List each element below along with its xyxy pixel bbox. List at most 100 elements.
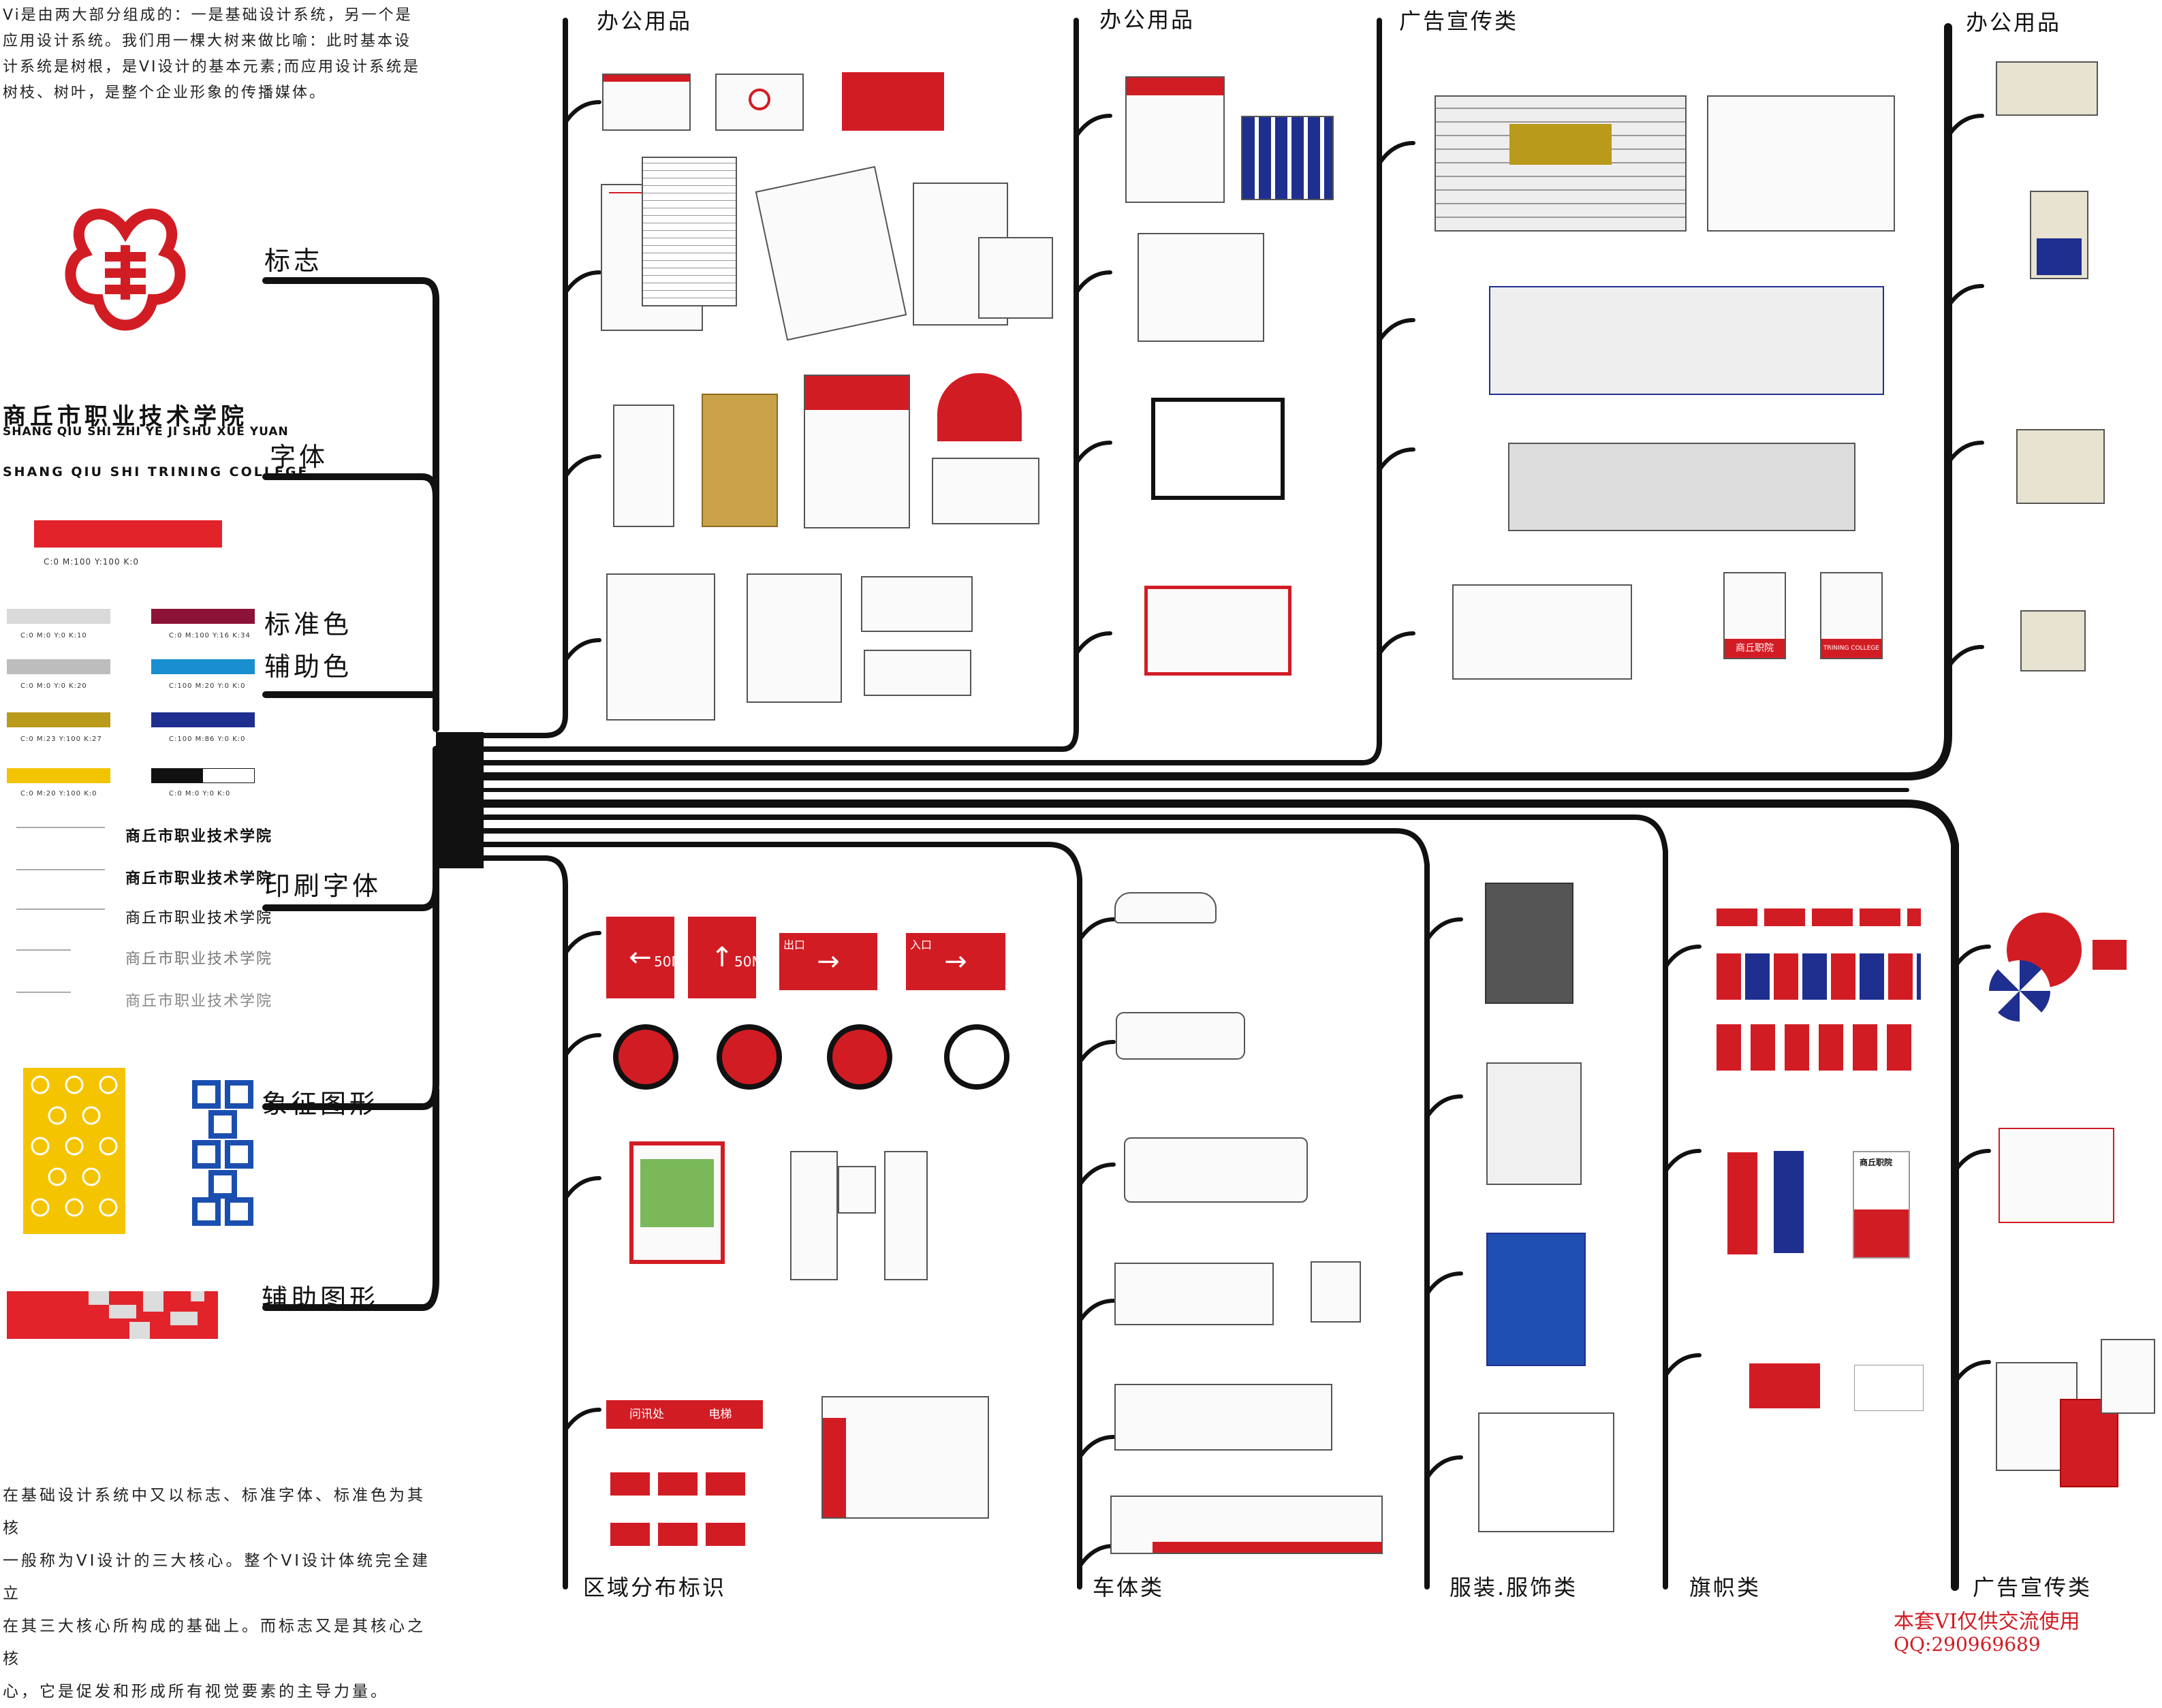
truck-small: [1114, 1263, 1274, 1325]
font-sample-4: 商丘市职业技术学院: [125, 993, 273, 1010]
branch-ads-title: 广告宣传类: [1399, 8, 1519, 34]
document-bag: [804, 375, 910, 528]
brochure-set: [1999, 1128, 2114, 1223]
sign-parking-arrow-up: ↑: [688, 917, 756, 998]
sign-dist-2: 50M: [734, 953, 764, 970]
inquiry-label: 问讯处: [629, 1408, 664, 1421]
branch-flags-title: 旗帜类: [1689, 1575, 1761, 1600]
outro-line: 心，它是促发和形成所有视觉要素的主导力量。: [3, 1683, 389, 1701]
van: [1116, 1012, 1245, 1060]
aux-swatch-6: [7, 768, 110, 783]
aux-swatch-7: [151, 768, 255, 783]
branch-office3-title: 办公用品: [1966, 10, 2062, 35]
sign-parking-arrow-left: ←: [606, 917, 674, 998]
intro-line: Vi是由两大部分组成的：一是基础设计系统，另一个是: [3, 7, 413, 24]
overhead-projector: [2016, 429, 2105, 504]
note-card: [978, 237, 1053, 319]
kraft-envelope: [702, 394, 778, 527]
flag-sign-1-label: 商丘职院: [1725, 639, 1785, 658]
outro-line: 一般称为VI设计的三大核心。整个VI设计体统完全建立: [3, 1552, 431, 1602]
aux-graphic-stripe: [7, 1291, 218, 1339]
direction-post-3: [884, 1151, 928, 1280]
intro-line: 树枝、树叶，是整个企业形象的传播媒体。: [3, 84, 327, 101]
aux-swatch-2: [7, 659, 110, 674]
root-logo-line: [262, 277, 439, 732]
font-caption-line: [16, 992, 71, 1004]
tree-structure: [262, 18, 1991, 1591]
work-shirt-set: [1486, 1062, 1582, 1185]
aux-cmyk-4: C:0 M:23 Y:100 K:27: [20, 736, 102, 743]
font-sample-1: 商丘市职业技术学院: [125, 870, 273, 887]
aux-swatch-0: [7, 609, 110, 624]
elevator-label: 电梯: [708, 1408, 732, 1421]
school-name-cn: 商丘市职业技术学院: [3, 403, 248, 430]
projector-device: [2020, 610, 2086, 671]
display-board: [1489, 286, 1884, 395]
school-name-pinyin: SHANG QIU SHI ZHI YE JI SHU XUE YUAN: [3, 425, 289, 439]
font-sample-2: 商丘市职业技术学院: [125, 910, 273, 927]
binders-row: [1241, 116, 1334, 200]
sign-dist-1: 50M: [654, 953, 683, 970]
floor-directory: [821, 1396, 989, 1519]
bunting-row-2: [1717, 953, 1921, 1000]
symbol-pattern-blue: [192, 1080, 253, 1226]
cd-sleeve: [937, 373, 1022, 441]
aux-swatch-5: [151, 712, 255, 727]
outro-line: 在其三大核心所构成的基础上。而标志又是其核心之核: [3, 1617, 426, 1668]
sports-uniform: [1478, 1412, 1614, 1532]
icon-signs-row-2: [610, 1523, 747, 1546]
std-color-cmyk: C:0 M:100 Y:100 K:0: [44, 557, 140, 567]
aux-cmyk-0: C:0 M:0 Y:0 K:10: [20, 632, 87, 639]
trunk: [436, 732, 484, 868]
inquiry-hanging-sign: 问讯处 电梯: [606, 1400, 763, 1429]
intro-line: 计系统是树根，是VI设计的基本元素;而应用设计系统是: [3, 59, 420, 76]
ticket-1: [861, 576, 973, 632]
bus: [1124, 1137, 1308, 1203]
shredder: [2030, 191, 2088, 279]
direction-post-1: [790, 1151, 838, 1280]
school-flag: [1854, 1365, 1924, 1411]
footer-qq: QQ:290969689: [1894, 1633, 2041, 1656]
flag-sign-2-label: TRINING COLLEGE: [1821, 639, 1881, 658]
campus-map-board: [629, 1141, 725, 1264]
business-card-1: [602, 74, 691, 131]
branch-apparel-title: 服装.服饰类: [1450, 1575, 1578, 1600]
curved-sign: [1452, 584, 1632, 680]
std-color-swatch: [34, 520, 222, 548]
font-sample-0: 商丘市职业技术学院: [125, 828, 273, 845]
branch-office2-title: 办公用品: [1099, 7, 1195, 33]
sign-enter-label: 入口: [910, 938, 933, 951]
sign-enter: →: [906, 933, 1005, 990]
truck-large: [1114, 1384, 1332, 1451]
root-aux-line: [262, 1086, 439, 1311]
aux-swatch-4: [7, 712, 110, 727]
ticket-2: [864, 650, 971, 696]
bunting-row-1: [1717, 908, 1921, 926]
font-label: 字体: [270, 442, 329, 472]
logo-label: 标志: [264, 246, 324, 276]
ring-folder: [1138, 233, 1264, 342]
print-font-label: 印刷字体: [264, 871, 382, 901]
business-card-2: [715, 74, 804, 131]
red-folder: [1125, 76, 1225, 203]
aux-cmyk-6: C:0 M:20 Y:100 K:0: [20, 790, 97, 797]
font-caption-line: [16, 869, 105, 881]
bulletin-stand: [1508, 443, 1855, 531]
car-sedan: [1114, 892, 1217, 923]
building-entrance: [1707, 95, 1895, 232]
font-sample-3: 商丘市职业技术学院: [125, 951, 273, 968]
flag-sign-2: TRINING COLLEGE: [1820, 572, 1883, 659]
school-logo-icon: [65, 208, 186, 331]
aux-cmyk-3: C:100 M:20 Y:0 K:0: [169, 682, 246, 690]
font-caption-line: [16, 827, 105, 839]
font-caption-line: [16, 908, 105, 921]
branch-signage-title: 区域分布标识: [583, 1575, 727, 1600]
aux-cmyk-7: C:0 M:0 Y:0 K:0: [169, 790, 231, 797]
plastic-bag: [2101, 1339, 2155, 1414]
intro-text: Vi是由两大部分组成的：一是基础设计系统，另一个是 应用设计系统。我们用一棵大树…: [3, 3, 439, 106]
form-sheet: [606, 573, 715, 721]
envelope-small: [932, 458, 1039, 524]
sign-no-entry-icon: [717, 1024, 782, 1090]
vertical-banner-label: 商丘职院: [1860, 1158, 1893, 1167]
sign-exit-label: 出口: [783, 938, 806, 951]
